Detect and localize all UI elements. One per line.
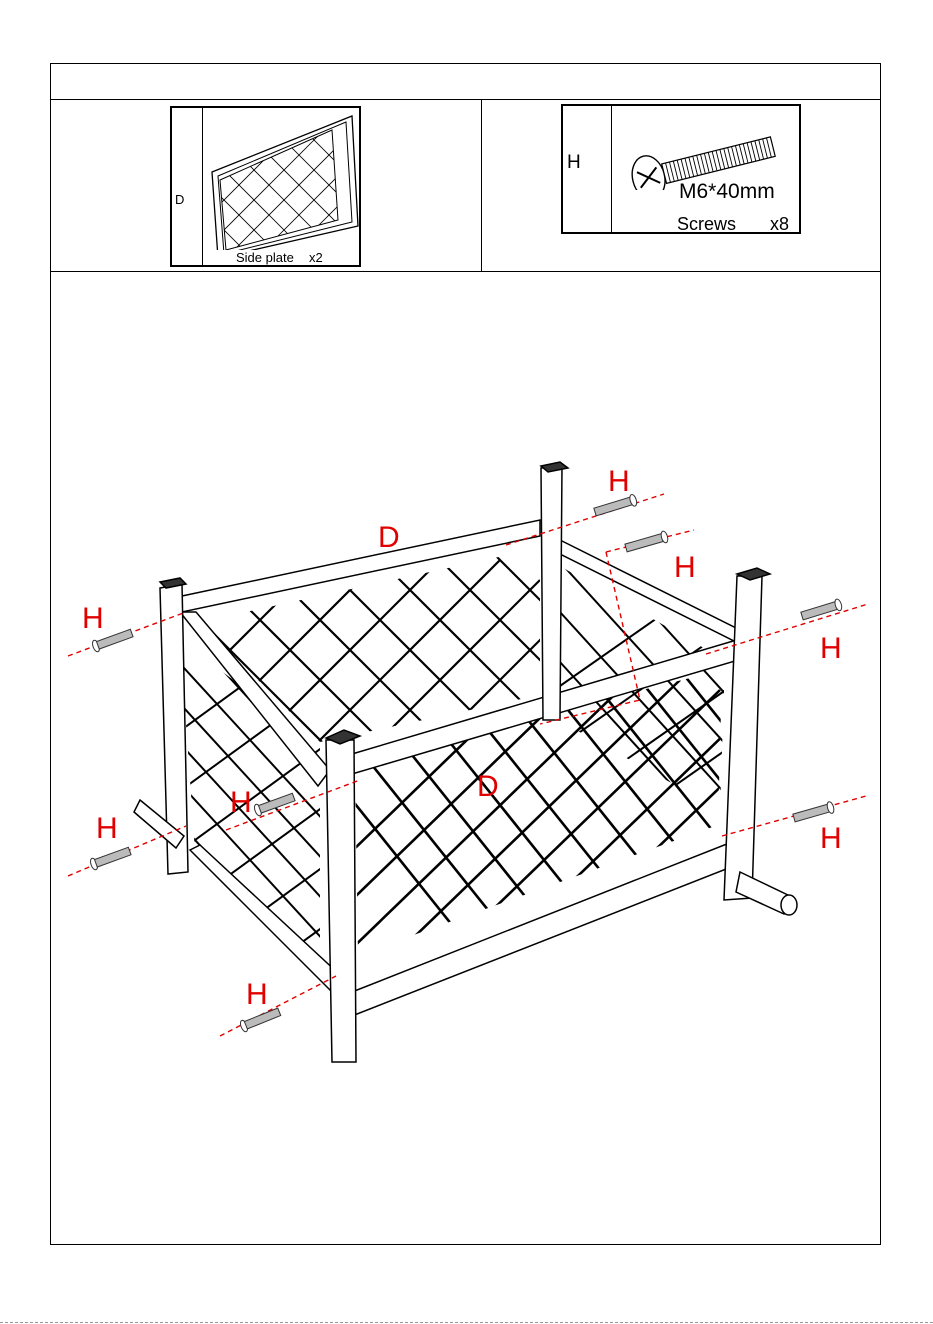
- label-panel-back: D: [378, 521, 400, 554]
- label-screw-4: H: [820, 632, 842, 665]
- label-screw-5: H: [230, 786, 252, 819]
- label-screw-2: H: [674, 551, 696, 584]
- label-screw-1: H: [608, 465, 630, 498]
- label-screw-6: H: [96, 812, 118, 845]
- label-screw-7: H: [820, 822, 842, 855]
- label-panel-front: D: [477, 770, 499, 803]
- label-screw-8: H: [246, 978, 268, 1011]
- label-screw-3: H: [82, 602, 104, 635]
- page-edge: [0, 1322, 933, 1323]
